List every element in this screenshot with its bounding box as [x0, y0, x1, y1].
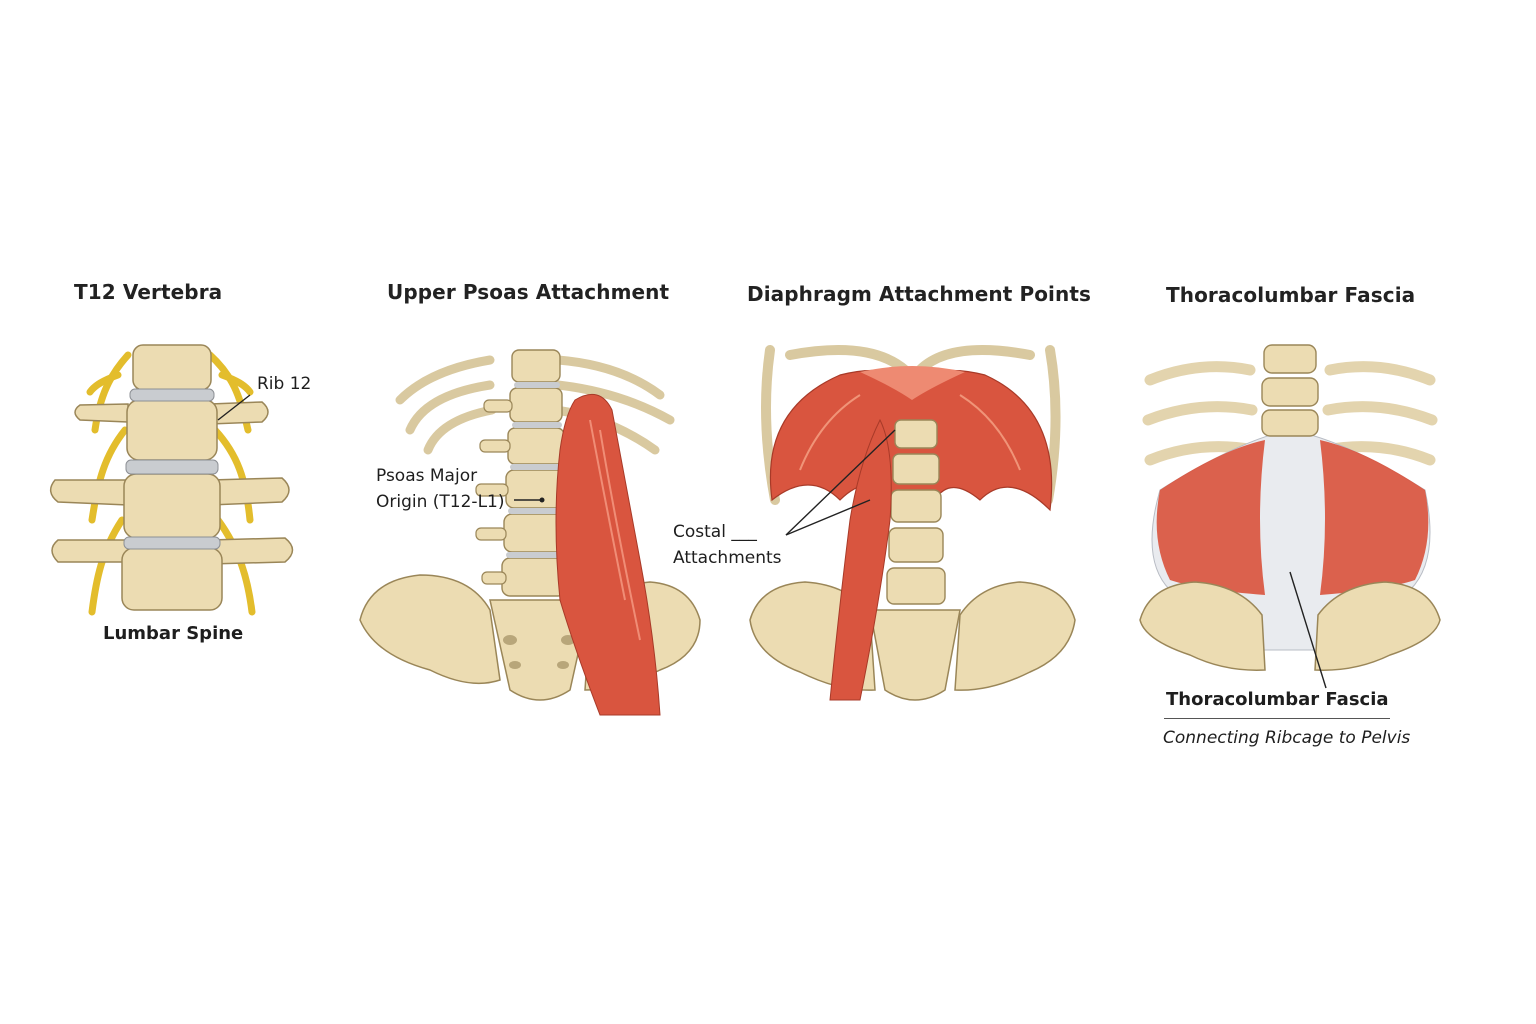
psoas-origin-label-line2: Origin (T12-L1)	[376, 492, 505, 512]
vertebral-bodies	[121, 344, 223, 611]
panel-title: Upper Psoas Attachment	[387, 280, 670, 304]
lumbar-spine-label: Lumbar Spine	[103, 623, 244, 644]
diaphragm-crus	[829, 418, 892, 701]
spinal-nerves	[86, 351, 256, 616]
panel-diaphragm: Diaphragm Attachment Points	[673, 282, 1091, 701]
right-latissimus-muscle	[1320, 440, 1429, 595]
panel-upper-psoas: Upper Psoas Attachment	[0, 0, 720, 1024]
spine-vertebrae	[501, 349, 567, 597]
panel-title: T12 Vertebra	[74, 280, 223, 304]
discs	[506, 382, 566, 558]
lumbar-spine-illustration	[49, 344, 294, 616]
fascia-pointer	[1289, 571, 1327, 689]
caption-divider	[1164, 718, 1390, 719]
pelvis	[1139, 581, 1441, 671]
psoas-illustration	[359, 349, 701, 716]
spine-vertebrae	[886, 419, 946, 605]
fascia-caption: Thoracolumbar Fascia	[1166, 689, 1389, 710]
left-latissimus-muscle	[1156, 440, 1265, 595]
transverse-processes	[49, 401, 294, 565]
costal-label-line2: Attachments	[673, 548, 782, 568]
fascia-subcaption: Connecting Ribcage to Pelvis	[1163, 728, 1411, 748]
psoas-origin-label-line1: Psoas Major	[376, 466, 478, 486]
diaphragm-illustration	[749, 345, 1076, 701]
panel-t12-vertebra: T12 Vertebra	[0, 0, 330, 1024]
psoas-major-muscle	[555, 393, 661, 716]
rib-12-label: Rib 12	[257, 374, 312, 394]
costal-label-line1: Costal ___	[673, 522, 757, 542]
central-tendon	[860, 366, 965, 400]
costal-attachment-pointers	[785, 429, 896, 536]
rib-12-pointer	[217, 394, 251, 421]
thoracic-spine	[1261, 344, 1319, 437]
intervertebral-discs	[123, 388, 221, 550]
ribs	[395, 355, 675, 455]
panel-title: Thoracolumbar Fascia	[1166, 283, 1416, 307]
panel-title: Diaphragm Attachment Points	[747, 282, 1091, 306]
